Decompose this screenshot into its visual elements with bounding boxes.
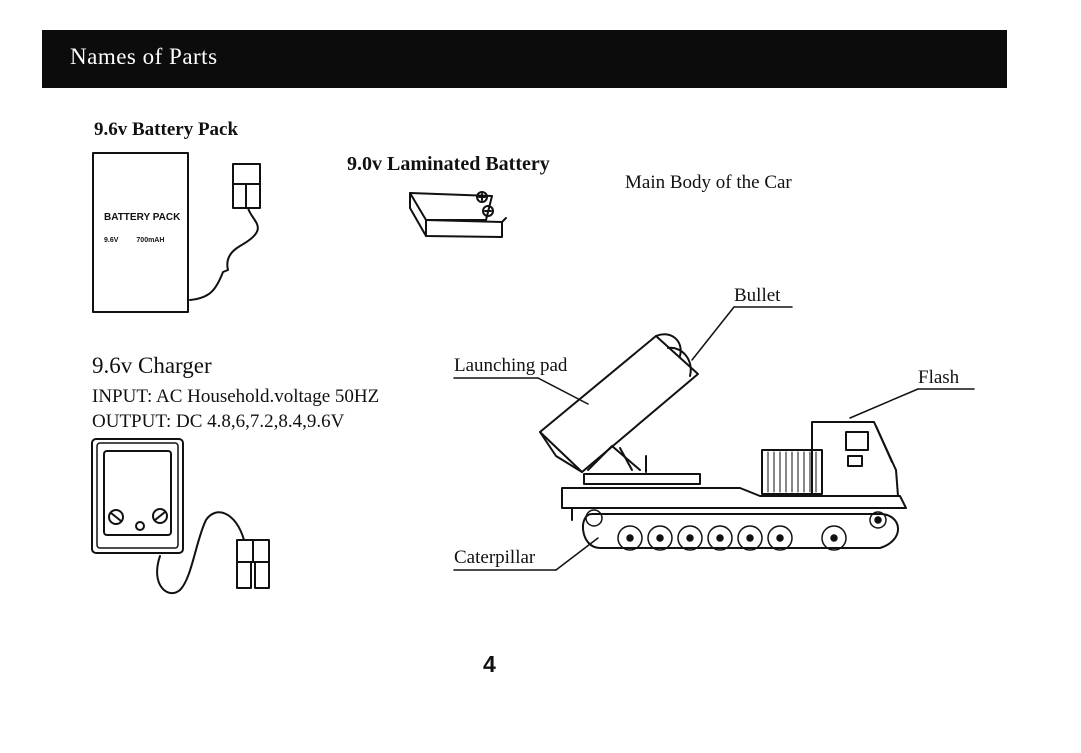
car-illustration (540, 334, 906, 548)
callout-lines (454, 307, 974, 570)
charger-illustration (92, 439, 269, 593)
grille-lines (768, 452, 816, 492)
battery-pack-illustration (93, 153, 260, 312)
laminated-battery-illustration (410, 192, 506, 237)
track-wheels (586, 510, 886, 550)
